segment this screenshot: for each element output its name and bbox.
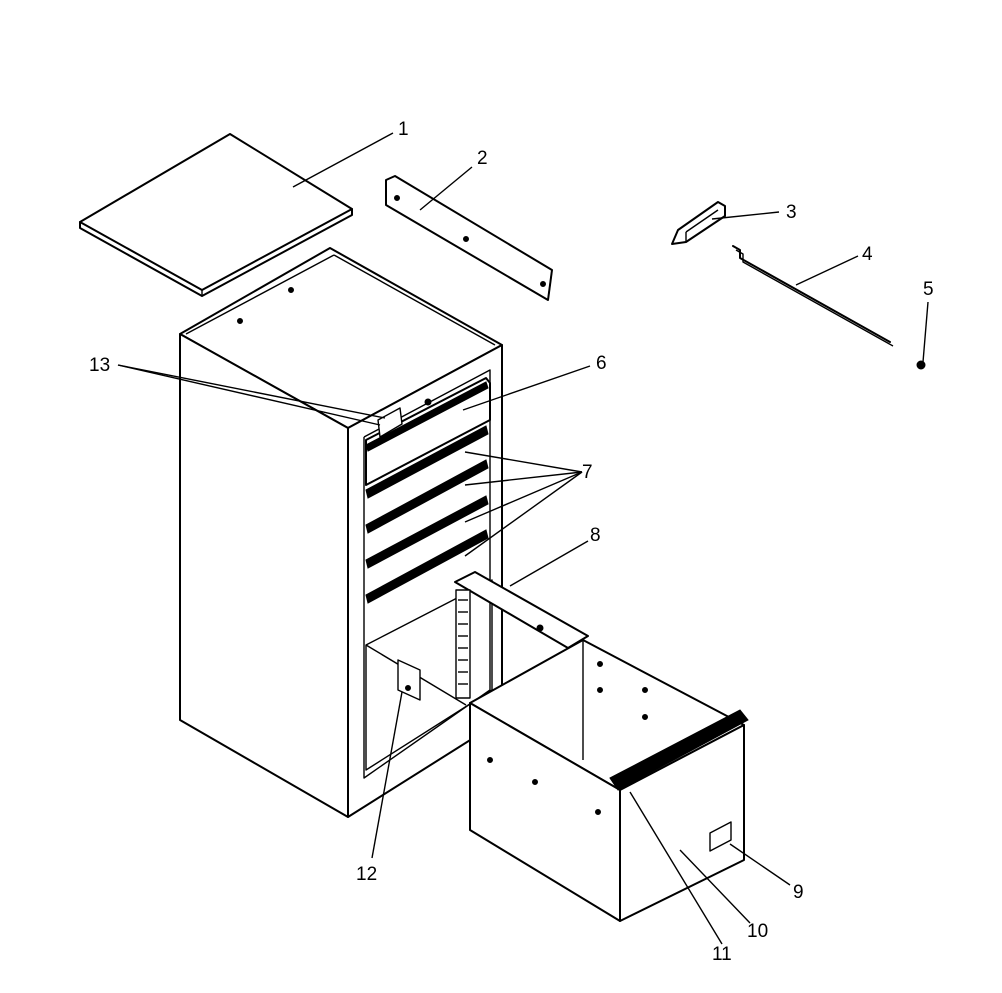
leader-lines <box>117 132 929 945</box>
part-bracket-strip <box>385 175 553 301</box>
part-rod <box>732 245 894 347</box>
callout-5: 5 <box>923 279 934 300</box>
part-screw <box>916 360 926 370</box>
callout-9: 9 <box>793 882 804 903</box>
callout-11: 11 <box>712 944 732 965</box>
callout-4: 4 <box>862 244 873 265</box>
part-label <box>377 398 432 438</box>
callout-6: 6 <box>596 353 607 374</box>
part-pullout-drawer <box>397 639 749 922</box>
callout-labels: 1 2 3 4 5 6 7 8 9 10 11 12 13 <box>89 119 934 965</box>
callout-1: 1 <box>398 119 409 140</box>
callout-7: 7 <box>582 462 593 483</box>
callout-2: 2 <box>477 148 488 169</box>
part-slide-rail <box>454 571 589 699</box>
part-top-drawer <box>365 377 491 486</box>
part-small-bracket <box>671 201 726 245</box>
cabinet-body <box>179 247 503 818</box>
part-drawers <box>365 425 489 604</box>
callout-10: 10 <box>747 921 768 942</box>
callout-13: 13 <box>89 355 110 376</box>
callout-8: 8 <box>590 525 601 546</box>
part-top-panel <box>79 133 353 297</box>
callout-3: 3 <box>786 202 797 223</box>
callout-12: 12 <box>356 864 377 885</box>
